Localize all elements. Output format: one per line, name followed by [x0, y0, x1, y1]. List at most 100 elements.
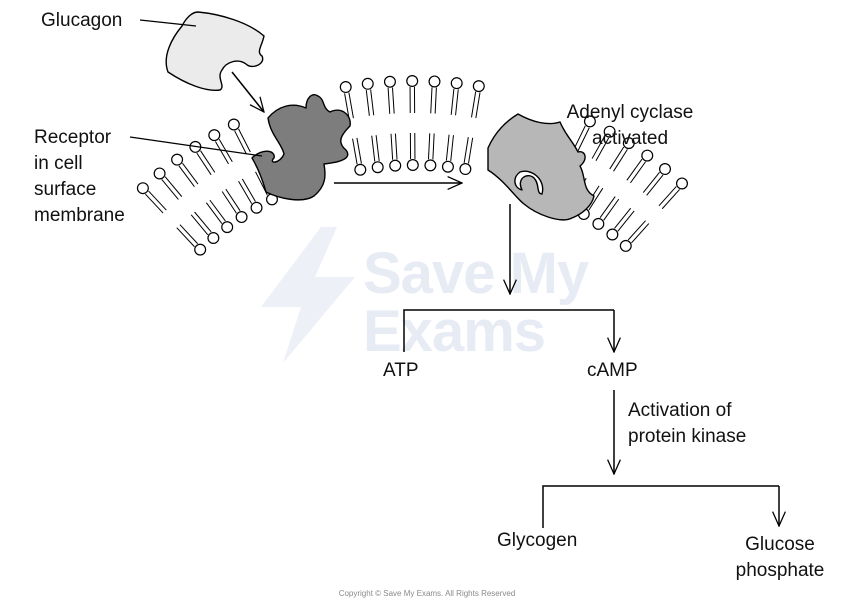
- phospholipid-tail: [450, 135, 454, 162]
- receptor-protein: [251, 94, 351, 201]
- lightning-logo-icon: [261, 227, 355, 363]
- phospholipid-tail: [626, 158, 643, 181]
- phospholipid-tail: [348, 92, 354, 119]
- phospholipid-tail: [176, 227, 195, 248]
- activation-label-line1: Activation of: [628, 400, 732, 421]
- phospholipid-tail: [445, 134, 450, 161]
- phospholipid-tail: [603, 198, 620, 221]
- phospholipid-tail: [646, 174, 664, 196]
- phospholipid-head: [424, 159, 437, 172]
- phospholipid-tail: [434, 87, 437, 114]
- phospholipid-head: [406, 75, 419, 88]
- phospholipid-tail: [595, 137, 610, 161]
- phospholipid-tail: [390, 133, 394, 160]
- phospholipid-head: [659, 163, 672, 176]
- phospholipid-head: [622, 137, 635, 150]
- phospholipid-tail: [591, 135, 606, 159]
- glucagon-label: Glucagon: [41, 10, 123, 31]
- phospholipid-tail: [144, 193, 164, 214]
- phospholipid-tail: [617, 210, 635, 232]
- phospholipid-tail: [613, 149, 628, 172]
- phospholipid-tail: [225, 188, 241, 212]
- phospholipid-tail: [430, 87, 433, 114]
- phospholipid-head: [406, 159, 419, 172]
- phospholipid-head: [136, 182, 149, 195]
- glycogen-label: Glycogen: [497, 530, 578, 551]
- phospholipid-tail: [238, 180, 253, 204]
- phospholipid-head: [171, 153, 184, 166]
- phospholipid-head: [383, 75, 396, 88]
- phospholipid-tail: [658, 186, 677, 207]
- phospholipid-tail: [194, 211, 212, 233]
- phospholipid-tail: [427, 133, 431, 160]
- glucose-label-line1: Glucose: [745, 534, 815, 555]
- phospholipid-tail: [365, 89, 370, 116]
- receptor-leader-line: [129, 136, 263, 157]
- phospholipid-head: [221, 221, 234, 234]
- phospholipid-head: [153, 167, 166, 180]
- phospholipid-tail: [234, 130, 247, 155]
- phospholipid-tail: [161, 179, 179, 200]
- phospholipid-tail: [196, 152, 212, 176]
- phospholipid-tail: [205, 202, 223, 224]
- receptor-label-line1: Receptor: [34, 127, 112, 148]
- phospholipid-tail: [221, 191, 237, 214]
- receptor-label-line3: surface: [34, 179, 97, 200]
- glucagon-molecule: [165, 11, 265, 91]
- phospholipid-tail: [356, 137, 362, 164]
- phospholipid-head: [227, 118, 240, 131]
- phospholipid-tail: [642, 172, 660, 193]
- glycogen-glucose-bracket: [542, 485, 779, 528]
- phospholipid-head: [675, 177, 688, 190]
- phospholipid-tail: [344, 93, 350, 120]
- phospholipid-tail: [214, 141, 229, 165]
- phospholipid-tail: [352, 138, 358, 165]
- phospholipid-head: [371, 161, 384, 174]
- phospholipid-tail: [661, 189, 680, 210]
- phospholipid-tail: [630, 161, 646, 184]
- phospholipid-tail: [178, 165, 195, 187]
- glucose-label-line2: phosphate: [735, 560, 825, 581]
- phospholipid-head: [583, 115, 596, 128]
- phospholipid-head: [450, 77, 463, 90]
- phospholipid-head: [441, 160, 454, 173]
- phospholipid-tail: [375, 135, 380, 162]
- camp-label: cAMP: [587, 360, 638, 381]
- phospholipid-tail: [573, 125, 586, 150]
- phospholipid-tail: [190, 214, 209, 236]
- phospholipid-tail: [179, 224, 199, 245]
- phospholipid-tail: [182, 162, 199, 185]
- phospholipid-tail: [387, 87, 391, 114]
- phospholipid-head: [354, 163, 367, 176]
- watermark-line2: Exams: [363, 299, 546, 364]
- phospholipid-tail: [241, 178, 256, 202]
- phospholipid-tail: [370, 89, 375, 116]
- phospholipid-tail: [627, 220, 646, 241]
- copyright-footer: Copyright © Save My Exams. All Rights Re…: [338, 589, 516, 598]
- adenyl-cyclase-label-line1: Adenyl cyclase: [566, 102, 694, 123]
- phospholipid-tail: [148, 190, 167, 211]
- phospholipid-tail: [394, 133, 398, 160]
- phospholipid-head: [472, 80, 485, 93]
- watermark: Save My Exams: [255, 225, 615, 365]
- phospholipid-head: [641, 149, 654, 162]
- glucagon-leader-line: [139, 19, 197, 27]
- phospholipid-tail: [599, 196, 616, 219]
- watermark-line1: Save My: [363, 241, 589, 306]
- phospholipid-tail: [475, 92, 481, 119]
- phospholipid-head: [207, 231, 220, 244]
- phospholipid-tail: [392, 87, 395, 114]
- atp-camp-bracket: [403, 309, 614, 352]
- adenyl-cyclase-label-line2: activated: [591, 128, 669, 149]
- phospholipid-tail: [200, 150, 216, 173]
- phospholipid-tail: [631, 223, 650, 244]
- phospholipid-head: [603, 125, 616, 138]
- phospholipid-head: [389, 159, 402, 172]
- phospholipid-tail: [588, 187, 604, 211]
- receptor-label-line4: membrane: [34, 205, 125, 226]
- phospholipid-head: [250, 201, 263, 214]
- phospholipid-head: [606, 228, 619, 241]
- phospholipid-tail: [450, 88, 455, 115]
- phospholipid-head: [235, 211, 248, 224]
